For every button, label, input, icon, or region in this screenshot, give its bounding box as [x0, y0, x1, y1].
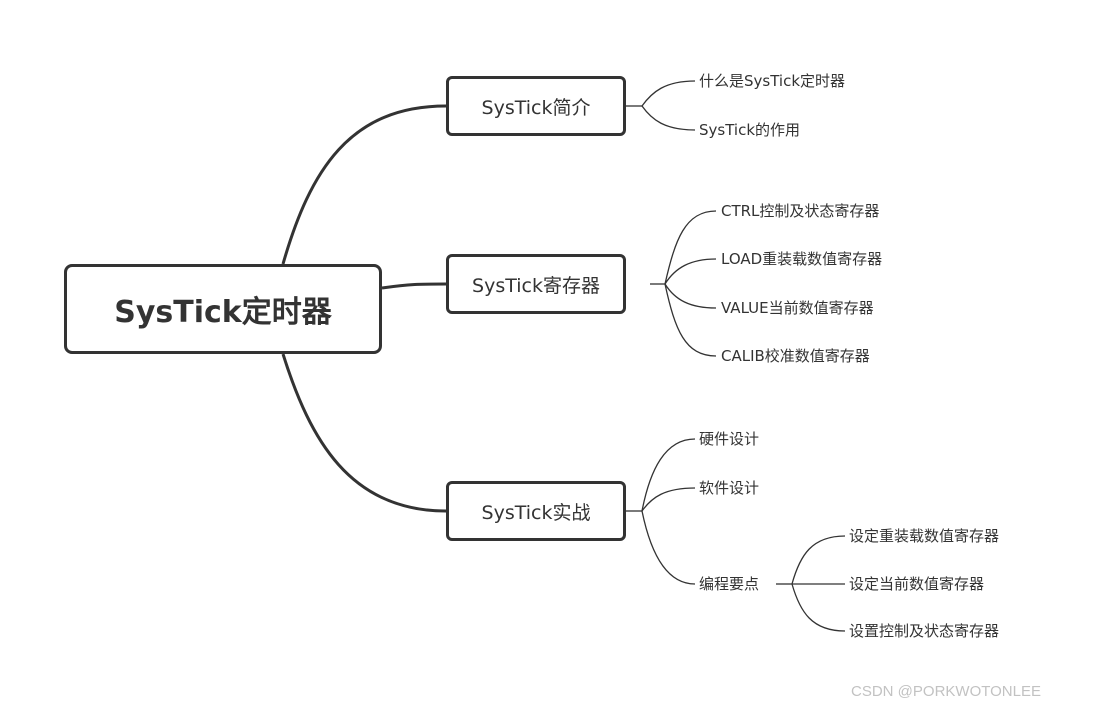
connector-root-intro [281, 104, 447, 265]
subtopic-set-current[interactable]: 设定当前数值寄存器 [849, 575, 985, 593]
subtopic-value-register[interactable]: VALUE当前数值寄存器 [721, 299, 874, 317]
subtopic-set-ctrl[interactable]: 设置控制及状态寄存器 [849, 622, 1000, 640]
subtopic-software-design[interactable]: 软件设计 [699, 479, 760, 497]
branch-topic-label: SysTick实战 [481, 501, 591, 524]
subtopic-calib-register[interactable]: CALIB校准数值寄存器 [721, 347, 870, 365]
connectors-practice [626, 438, 696, 585]
subtopic-ctrl-register[interactable]: CTRL控制及状态寄存器 [721, 202, 880, 220]
subtopic-set-reload[interactable]: 设定重装载数值寄存器 [849, 527, 1000, 545]
branch-topic-label: SysTick寄存器 [472, 274, 600, 297]
connector-root-registers [381, 282, 447, 290]
subtopic-load-register[interactable]: LOAD重装载数值寄存器 [721, 250, 883, 268]
watermark: CSDN @PORKWOTONLEE [851, 683, 1041, 700]
connector-root-practice [281, 353, 447, 513]
connectors-subtopic [776, 535, 846, 632]
connectors-registers [650, 210, 717, 357]
branch-topic-practice[interactable]: SysTick实战 [446, 481, 626, 541]
root-topic-label: SysTick定时器 [114, 295, 332, 330]
subtopic-programming-points[interactable]: 编程要点 [699, 575, 760, 593]
subtopic-what-is-systick[interactable]: 什么是SysTick定时器 [699, 72, 846, 90]
subtopic-hardware-design[interactable]: 硬件设计 [699, 430, 760, 448]
branch-topic-label: SysTick简介 [481, 96, 591, 119]
branch-topic-intro[interactable]: SysTick简介 [446, 76, 626, 136]
connectors-intro [626, 80, 696, 131]
subtopic-systick-purpose[interactable]: SysTick的作用 [699, 121, 801, 139]
branch-topic-registers[interactable]: SysTick寄存器 [446, 254, 626, 314]
root-topic[interactable]: SysTick定时器 [64, 264, 382, 354]
